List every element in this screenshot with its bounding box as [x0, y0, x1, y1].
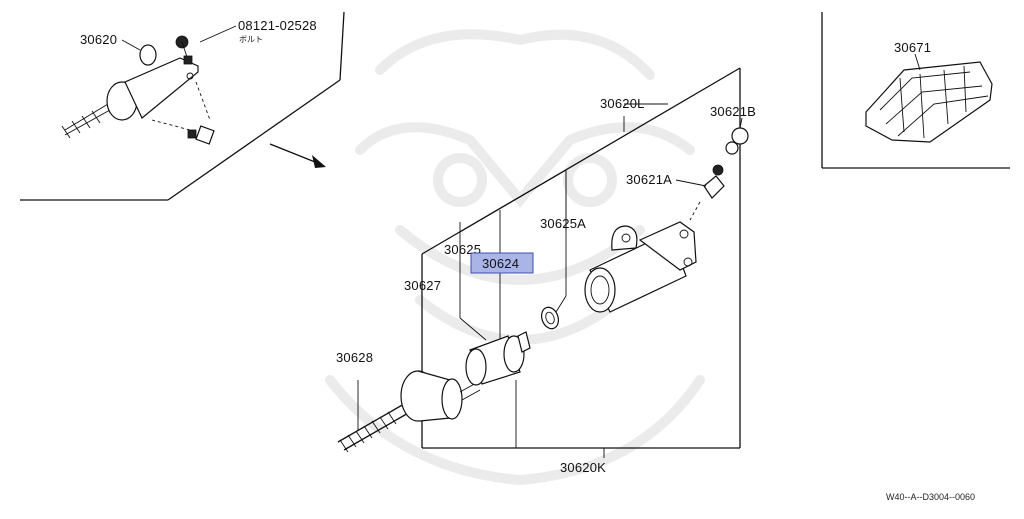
label-30621A: 30621A: [626, 172, 672, 187]
label-30620L: 30620L: [600, 96, 645, 111]
bleeder-screw-drawing: [675, 164, 725, 221]
reference-code: W40--A--D3004--0060: [886, 492, 975, 502]
pointer-arrow: [269, 143, 326, 168]
label-30628: 30628: [336, 350, 373, 365]
highlight-box[interactable]: [470, 252, 534, 274]
label-30624[interactable]: 30624: [482, 256, 519, 271]
seal-drawing: [540, 306, 560, 330]
bleeder-cap-drawing: [725, 117, 749, 155]
watermark-logo: [325, 29, 705, 486]
label-30621B: 30621B: [710, 104, 756, 119]
inset-bolt-drawing: [151, 81, 215, 145]
label-30620: 30620: [80, 32, 117, 47]
label-30625A: 30625A: [540, 216, 586, 231]
piston-drawing: [465, 331, 531, 386]
label-08121-02528: 08121-02528: [238, 18, 317, 33]
boot-drawing: [400, 370, 481, 422]
label-30671: 30671: [894, 40, 931, 55]
label-30620K: 30620K: [560, 460, 606, 475]
push-rod-drawing: [337, 380, 411, 453]
label-30627: 30627: [404, 278, 441, 293]
inset-bracket: 30671: [821, 12, 1010, 169]
inset-assembly: 30620 08121-02528 ボルト: [20, 11, 345, 201]
bracket-drawing: [865, 53, 993, 143]
cylinder-body-drawing: [584, 221, 697, 313]
label-bolt-jp: ボルト: [239, 35, 263, 44]
highlighted-part-30624[interactable]: 30624: [470, 252, 534, 274]
inset-cylinder-drawing: [61, 35, 199, 139]
exploded-assembly: 30620L 30621B 30621A 30625A 30625 30624 …: [336, 67, 756, 475]
